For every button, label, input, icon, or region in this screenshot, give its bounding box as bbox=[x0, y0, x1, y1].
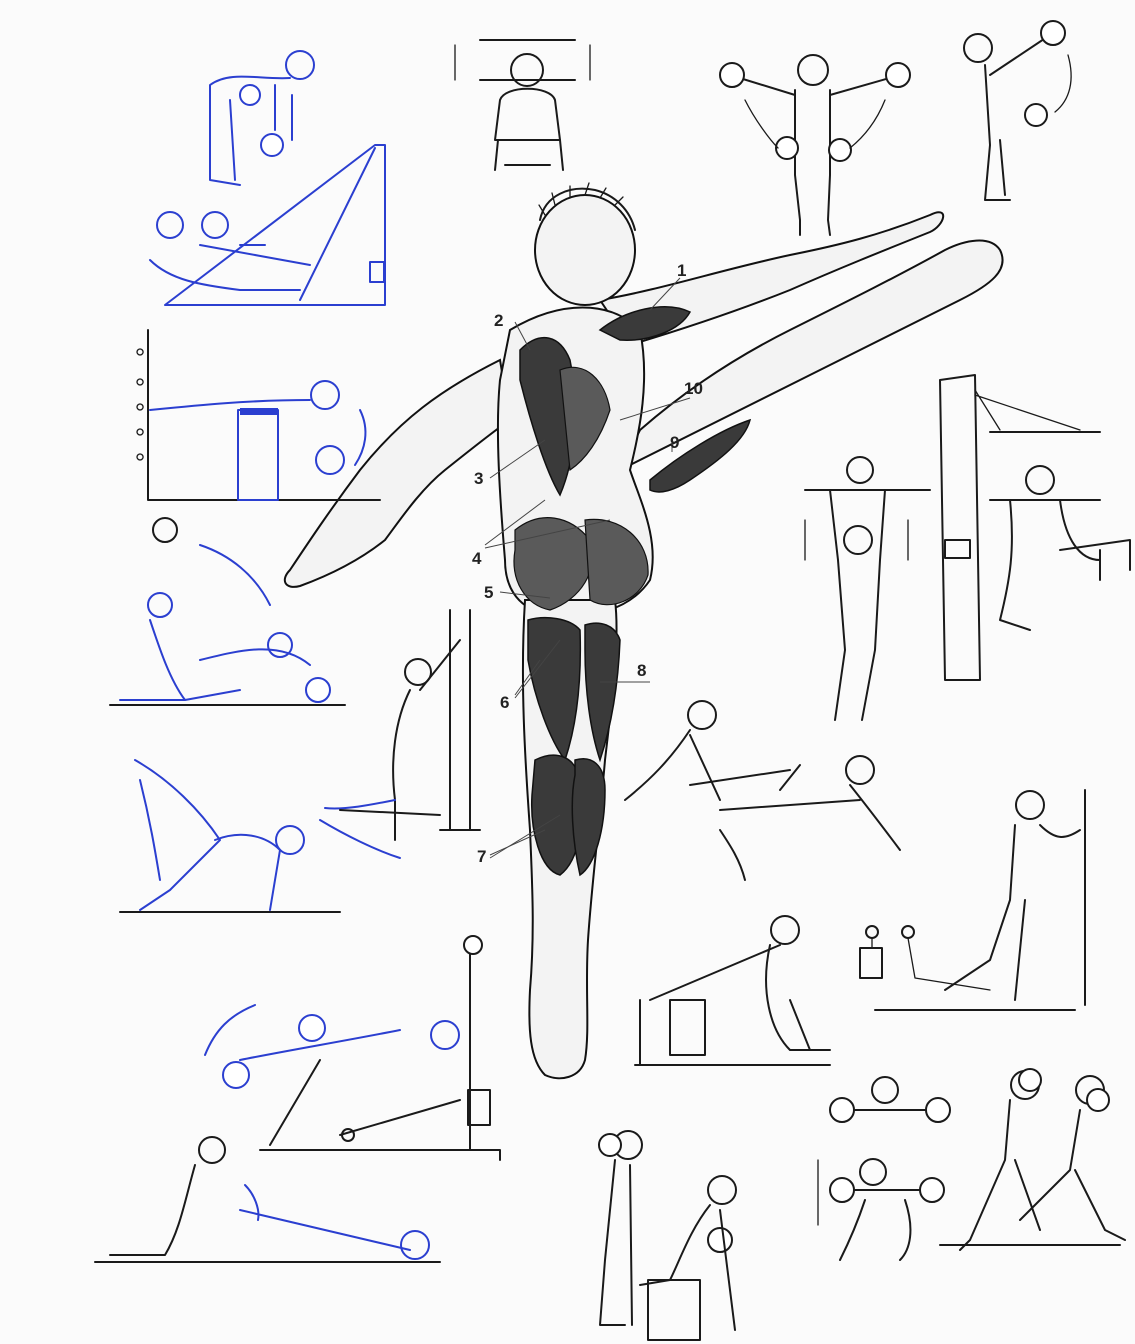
label-4: 4 bbox=[472, 549, 482, 568]
label-3: 3 bbox=[474, 469, 483, 488]
exercise-seated-cable-row bbox=[150, 145, 385, 305]
head bbox=[535, 195, 635, 305]
central-anatomy-figure bbox=[285, 183, 1003, 1078]
label-2: 2 bbox=[494, 311, 503, 330]
label-9: 9 bbox=[670, 433, 679, 452]
exercise-lunge bbox=[940, 1069, 1125, 1250]
exercise-cable-kickback bbox=[320, 610, 480, 858]
label-6: 6 bbox=[500, 693, 509, 712]
exercise-lateral-raise bbox=[720, 55, 910, 235]
exercise-partner-lying-leg-curl bbox=[95, 1137, 440, 1262]
exercise-seated-shoulder-press bbox=[455, 40, 590, 170]
exercise-bench-reverse-fly bbox=[137, 330, 380, 500]
exercise-cable-hip-abduction bbox=[860, 790, 1085, 1010]
exercise-lat-pulldown bbox=[940, 375, 1130, 680]
exercise-front-raise bbox=[964, 21, 1071, 200]
label-5: 5 bbox=[484, 583, 493, 602]
exercise-machine-squat bbox=[635, 916, 830, 1065]
exercise-barbell-squat bbox=[818, 1077, 950, 1260]
label-10: 10 bbox=[684, 379, 703, 398]
label-1: 1 bbox=[677, 261, 686, 280]
exercise-bent-row bbox=[210, 51, 314, 185]
muscle-7-calf-right bbox=[572, 759, 605, 875]
exercise-lying-leg-press bbox=[205, 936, 500, 1160]
exercise-partner-leg-curl bbox=[625, 701, 900, 880]
exercise-pull-up bbox=[805, 457, 930, 720]
label-7: 7 bbox=[477, 847, 486, 866]
exercise-standing-curl bbox=[599, 1131, 642, 1325]
exercise-quadruped-leg-raise bbox=[120, 760, 340, 912]
exercise-step-up bbox=[640, 1176, 736, 1340]
label-8: 8 bbox=[637, 661, 646, 680]
